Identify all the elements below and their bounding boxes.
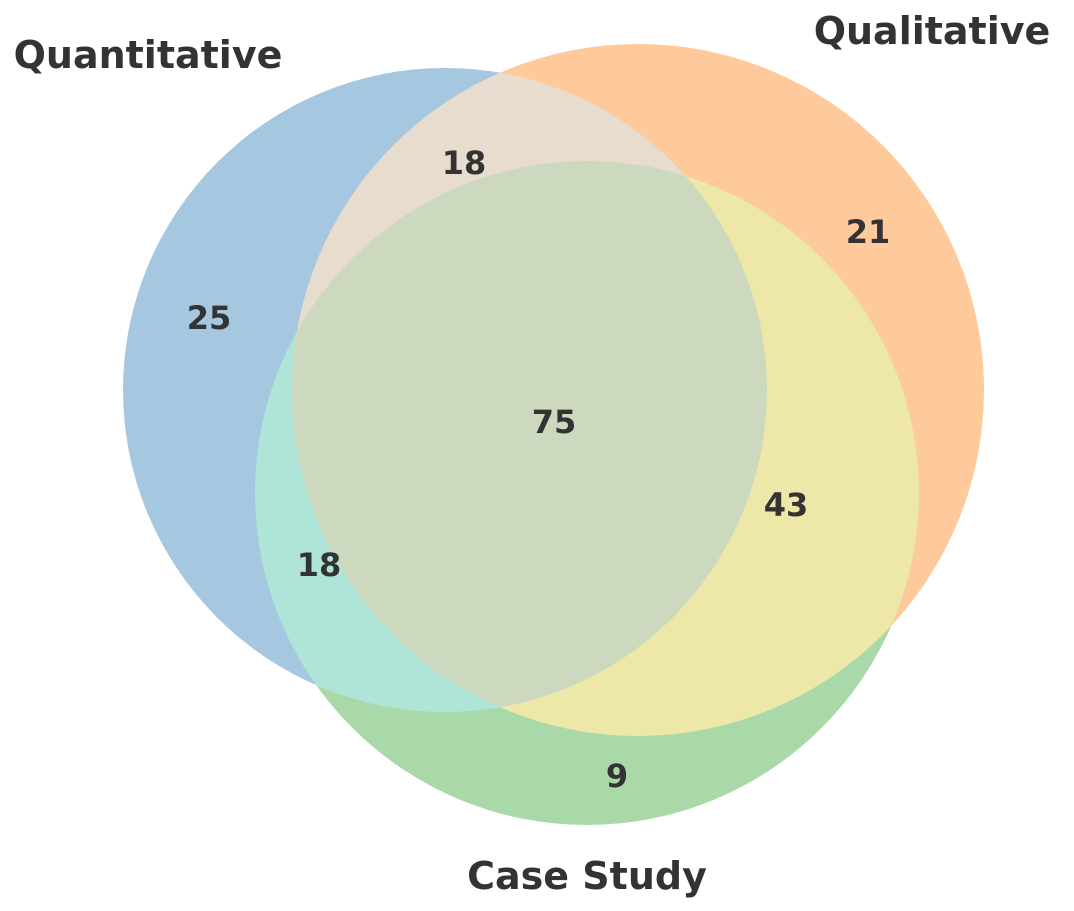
count-case-study-only: 9 xyxy=(606,757,628,795)
set-label-case-study: Case Study xyxy=(467,854,707,898)
set-label-qualitative: Qualitative xyxy=(814,9,1051,53)
count-qualitative-case-study: 43 xyxy=(764,486,809,524)
count-qualitative-only: 21 xyxy=(846,213,891,251)
count-quantitative-qualitative: 18 xyxy=(442,144,487,182)
count-quantitative-only: 25 xyxy=(187,299,232,337)
set-label-quantitative: Quantitative xyxy=(14,33,283,77)
count-quantitative-case-study: 18 xyxy=(297,546,342,584)
count-all-three: 75 xyxy=(532,403,577,441)
